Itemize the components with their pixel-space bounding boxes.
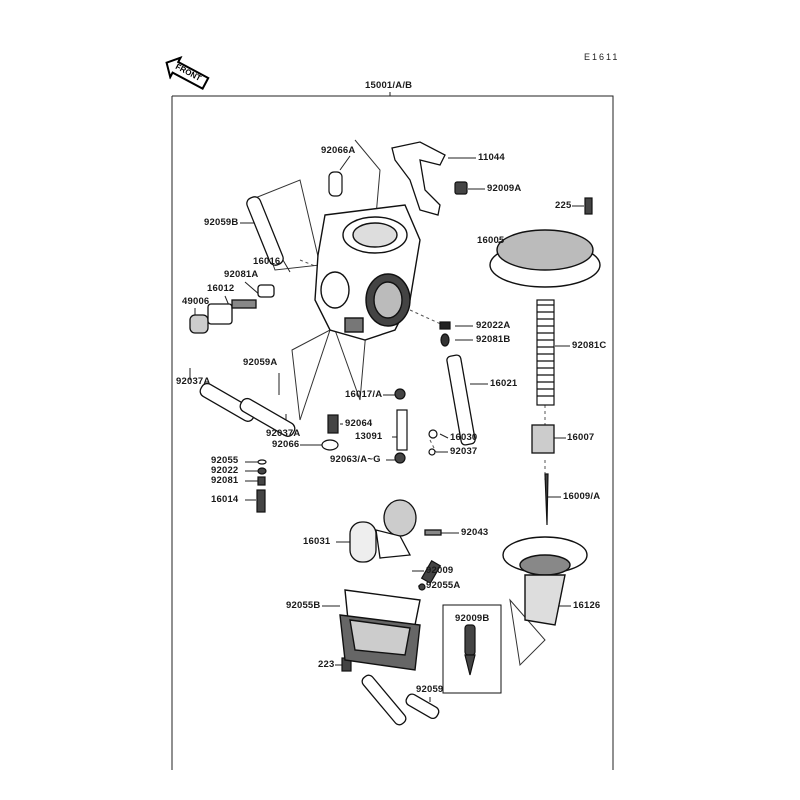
- part-label: 223: [318, 659, 335, 670]
- part-label: 92059: [416, 684, 444, 695]
- part-label: 16030: [450, 432, 478, 443]
- part-label: 16014: [211, 494, 239, 505]
- part-label: 16031: [303, 536, 331, 547]
- part-label: 16126: [573, 600, 601, 611]
- part-label: 92081C: [572, 340, 607, 351]
- part-label: 92009A: [487, 183, 522, 194]
- part-label: 92037: [450, 446, 478, 457]
- float-bowl: [339, 589, 421, 671]
- part-label: 92066: [272, 439, 300, 450]
- part-label: 92055: [211, 455, 239, 466]
- part-label: 92063/A~G: [330, 454, 381, 465]
- part-label: 13091: [355, 431, 383, 442]
- part-label: 92043: [461, 527, 489, 538]
- part-label: 16012: [207, 283, 235, 294]
- assembly-frame: [171, 95, 614, 770]
- inset-box-92009B: [442, 604, 502, 694]
- vacuum-piston-16126: [502, 536, 588, 626]
- part-label: 16007: [567, 432, 595, 443]
- part-label: 92009B: [455, 613, 490, 624]
- bracket-11044: [391, 141, 446, 216]
- part-label: 11044: [478, 152, 505, 163]
- part-label: 16005: [477, 235, 505, 246]
- diagram-code: E1611: [584, 52, 620, 62]
- part-label: 92066A: [321, 145, 356, 156]
- part-label: 92055B: [286, 600, 321, 611]
- part-label: 92009: [426, 565, 454, 576]
- cover-16005: [489, 229, 601, 288]
- part-label: 92022: [211, 465, 239, 476]
- part-label: 16017/A: [345, 389, 383, 400]
- part-label: 92081: [211, 475, 239, 486]
- assembly-label: 15001/A/B: [365, 80, 413, 91]
- part-label: 92059B: [204, 217, 239, 228]
- front-arrow: FRONT: [159, 50, 214, 95]
- part-label: 92081B: [476, 334, 511, 345]
- part-label: 225: [555, 200, 572, 211]
- part-label: 92055A: [426, 580, 461, 591]
- part-label: 92022A: [476, 320, 511, 331]
- part-label: 92037A: [266, 428, 301, 439]
- part-label: 16016: [253, 256, 281, 267]
- part-label: 92037A: [176, 376, 211, 387]
- part-label: 16009/A: [563, 491, 601, 502]
- part-label: 16021: [490, 378, 518, 389]
- part-label: 49006: [182, 296, 210, 307]
- front-arrow-icon: [165, 55, 210, 90]
- part-label: 92081A: [224, 269, 259, 280]
- spring-92081C: [536, 299, 555, 406]
- carburetor-body: [314, 204, 421, 341]
- part-label: 92064: [345, 418, 373, 429]
- part-label: 92059A: [243, 357, 278, 368]
